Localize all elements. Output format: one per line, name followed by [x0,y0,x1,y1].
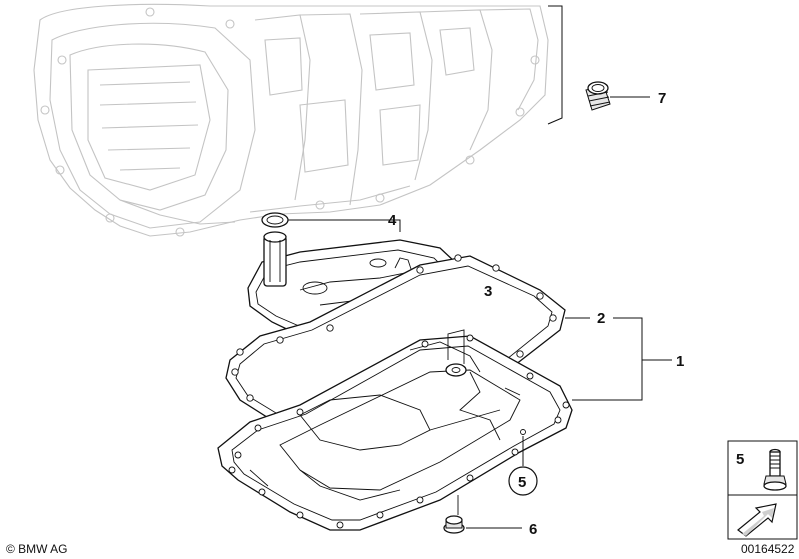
bolt-icon [763,448,787,491]
bolt-hole [254,424,262,432]
callout-5-circle [508,466,538,496]
bolt-hole [231,368,239,376]
bolt-hole [516,350,524,358]
bolt-hole [246,394,254,402]
bolt-hole [276,336,284,344]
bolt-hole [236,348,244,356]
leader-4 [288,219,401,232]
bolt-hole [234,451,242,459]
bolt-hole [554,416,562,424]
callout-2: 2 [597,310,605,327]
arrow-icon-shade [742,508,774,536]
leader-1-bracket [572,317,643,401]
bolt-hole-marker [520,429,526,435]
bolt-hole [562,401,570,409]
callout-1: 1 [676,353,684,370]
copyright-text: © BMW AG [6,542,68,556]
bolt-hole [466,474,474,482]
bolt-hole [511,448,519,456]
bolt-hole [492,264,500,272]
callout-6: 6 [529,521,537,538]
callout-7: 7 [658,90,666,107]
bolt-hole [296,408,304,416]
oil-pan [217,329,573,531]
bolt-hole [549,314,557,322]
bolt-hole [421,340,429,348]
callout-3: 3 [484,283,492,300]
bolt-hole [376,511,384,519]
bolt-hole [466,334,474,342]
bolt-hole [296,511,304,519]
inset-box: 5 [727,440,798,540]
bolt-hole [228,466,236,474]
bolt-hole [336,521,344,529]
pan-bolt-holes [228,334,570,529]
callout-5: 5 [518,474,526,491]
bolt-hole [536,292,544,300]
reference-line [547,5,563,125]
bolt-hole [326,324,334,332]
bolt-hole [526,372,534,380]
callout-4: 4 [388,212,397,229]
bolt-hole [416,266,424,274]
pan-drain-plug [443,495,465,534]
bolt-hole [454,254,462,262]
drain-plug [585,81,611,111]
inset-callout-5: 5 [736,451,744,468]
bolt-hole [258,488,266,496]
transmission-housing-ghost [33,3,549,237]
drawing-number: 00164522 [741,542,795,556]
bolt-hole [416,496,424,504]
